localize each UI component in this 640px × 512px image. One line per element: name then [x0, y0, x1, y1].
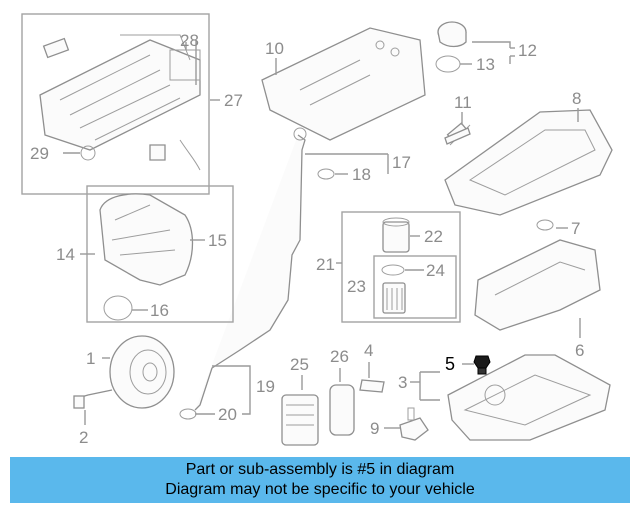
callout-20: 20	[218, 405, 237, 424]
upper-oil-pan-drawing	[444, 109, 613, 216]
callout-21: 21	[316, 255, 335, 274]
gasket-28-drawing	[169, 49, 201, 81]
callout-23: 23	[347, 277, 366, 296]
filter-element-subgroup-box	[373, 255, 457, 319]
callout-12: 12	[518, 41, 537, 60]
crank-pulley-drawing	[109, 335, 175, 409]
callout-8: 8	[572, 89, 581, 108]
callout-3: 3	[398, 373, 407, 392]
callout-4: 4	[364, 341, 373, 360]
oil-sensor-drawing	[399, 407, 429, 441]
callout-19: 19	[256, 377, 275, 396]
baffle-plate-drawing	[474, 219, 601, 331]
callout-22: 22	[424, 227, 443, 246]
callout-18: 18	[352, 165, 371, 184]
parts-diagram: 28 27 29 10 12 13 11 8 17 18 14 15 16 22…	[21, 13, 613, 447]
callout-5-highlighted: 5	[445, 354, 455, 374]
callout-10: 10	[265, 39, 284, 58]
callout-27: 27	[224, 91, 243, 110]
callout-1: 1	[86, 349, 95, 368]
lower-oil-pan-drawing	[447, 354, 611, 441]
oil-filter-group-box	[341, 211, 461, 323]
callout-28: 28	[180, 31, 199, 50]
oil-cooler-drawing	[281, 394, 319, 446]
leader-lines	[63, 40, 581, 429]
callout-9: 9	[370, 419, 379, 438]
callout-17: 17	[392, 153, 411, 172]
cooler-gasket-drawing	[329, 384, 355, 436]
intake-manifold-group-box	[21, 13, 210, 195]
intake-manifold-drawing	[39, 34, 201, 171]
oil-filter-drawing	[381, 217, 410, 314]
callout-11: 11	[454, 93, 472, 112]
dipstick-drawing	[179, 127, 335, 420]
gasket-11-drawing	[444, 127, 471, 145]
bolt-drawing	[73, 389, 113, 409]
callout-13: 13	[476, 55, 495, 74]
callout-7: 7	[571, 219, 580, 238]
callout-26: 26	[330, 347, 349, 366]
callout-2: 2	[79, 428, 88, 447]
drain-plug-drawing	[473, 355, 491, 375]
callout-14: 14	[56, 245, 75, 264]
callouts: 28 27 29 10 12 13 11 8 17 18 14 15 16 22…	[30, 31, 584, 447]
timing-cover-drawing	[99, 193, 194, 321]
gasket-4-drawing	[359, 379, 385, 393]
callout-6: 6	[575, 341, 584, 360]
notice-line-1: Part or sub-assembly is #5 in diagram	[185, 461, 455, 478]
valve-cover-drawing	[261, 27, 426, 141]
callout-25: 25	[290, 355, 309, 374]
callout-29: 29	[30, 144, 49, 163]
callout-16: 16	[150, 301, 169, 320]
callout-15: 15	[208, 231, 227, 250]
diagram-notice-banner: Part or sub-assembly is #5 in diagram Di…	[10, 457, 630, 503]
notice-line-2: Diagram may not be specific to your vehi…	[165, 481, 475, 498]
callout-24: 24	[426, 261, 445, 280]
o-ring-29	[80, 145, 96, 161]
